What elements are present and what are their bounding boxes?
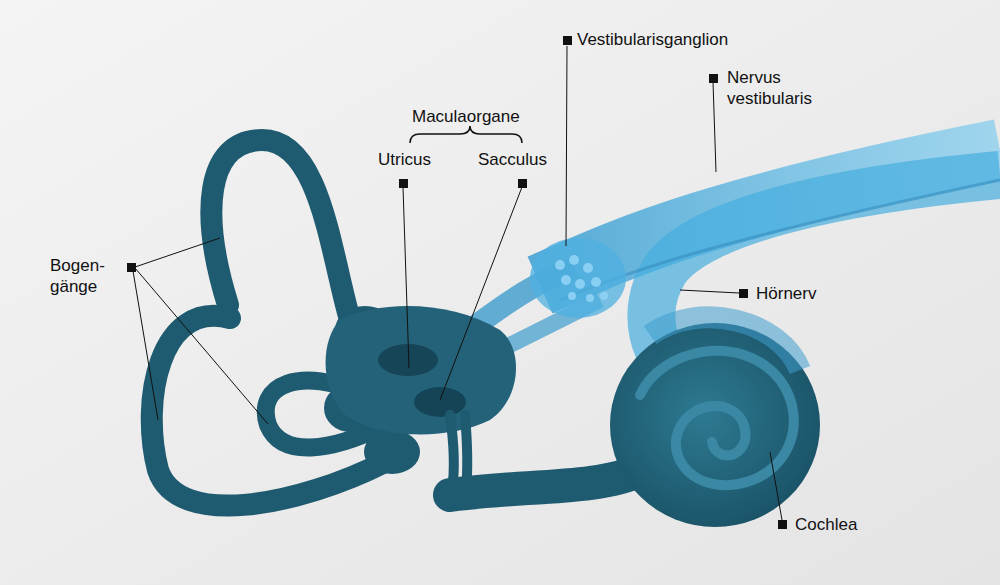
part-label: Sacculus [478, 149, 547, 170]
group-label: Maculaorgane [412, 106, 520, 127]
nerve-label: Nervus vestibularis [727, 67, 832, 109]
leader-line [713, 82, 716, 172]
leader-markers [127, 36, 787, 529]
illustration-part [586, 294, 594, 302]
illustration-part [591, 277, 601, 287]
cochlea [610, 317, 820, 527]
marker-square [778, 520, 787, 529]
nerve-fibre-line [560, 180, 1000, 300]
anterior-canal [211, 140, 350, 320]
illustration-part [583, 263, 593, 273]
nerve-label: Hörnerv [756, 283, 816, 304]
illustration-part [561, 275, 571, 285]
illustration-part [555, 260, 565, 270]
marker-square [563, 36, 572, 45]
leader-line [403, 187, 409, 368]
cochlea-spiral [640, 351, 794, 485]
vestibule-body [326, 306, 516, 434]
saccule-macula [414, 387, 466, 417]
leader-line [440, 187, 522, 400]
ganglion-label: Vestibularisganglion [577, 29, 728, 50]
ganglion-cells [555, 255, 608, 302]
marker-square [709, 74, 718, 83]
ampulla [364, 430, 420, 474]
illustration-part [575, 279, 585, 289]
illustration-part [568, 292, 576, 300]
cochlea-nerve-fan [650, 317, 800, 370]
part-label: Cochlea [795, 514, 857, 535]
leader-lines [133, 46, 782, 520]
marker-square [399, 179, 408, 188]
leader-line [135, 238, 220, 267]
vestibule [326, 306, 516, 434]
marker-square [739, 289, 748, 298]
ganglion-body [530, 238, 626, 318]
part-label: Utricus [378, 149, 431, 170]
leader-line [566, 46, 567, 246]
illustration-part [569, 255, 579, 265]
leader-line [133, 271, 158, 420]
marker-square [127, 263, 136, 272]
bracket [410, 126, 522, 143]
canal-label: Bogen- gänge [50, 255, 110, 297]
marker-square [518, 179, 527, 188]
leader-line [680, 290, 739, 293]
vestibular-ganglion [530, 238, 626, 318]
illustration-part [600, 292, 608, 300]
cochlea-base [450, 470, 640, 495]
leader-line [770, 452, 782, 520]
